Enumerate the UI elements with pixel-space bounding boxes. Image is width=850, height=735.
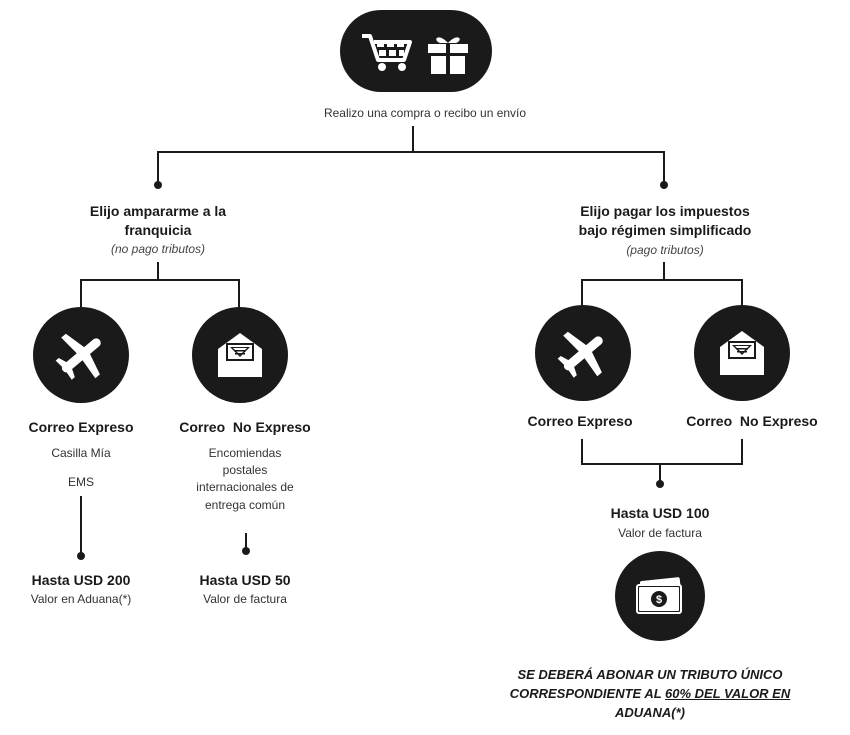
- right-non-express-title: Correo No Expreso: [686, 413, 818, 429]
- connector: [80, 279, 240, 281]
- connector: [157, 151, 665, 153]
- connector: [157, 151, 159, 185]
- start-caption: Realizo una compra o recibo un envío: [323, 106, 527, 120]
- left-non-express-limit: Hasta USD 50: [199, 572, 291, 588]
- connector: [663, 151, 665, 185]
- shopping-cart-icon: [362, 34, 412, 71]
- left-non-express-limit-note: Valor de factura: [203, 592, 287, 606]
- left-express-detail-2: EMS: [67, 475, 94, 489]
- svg-text:$: $: [656, 594, 662, 606]
- envelope-icon: [192, 307, 288, 403]
- left-non-express-title: Correo No Expreso: [179, 419, 311, 435]
- money-icon: $: [615, 551, 705, 641]
- connector: [80, 279, 82, 309]
- tax-note: SE DEBERÁ ABONAR UN TRIBUTO ÚNICO CORRES…: [452, 665, 848, 722]
- left-express-detail: Casilla Mía: [51, 446, 111, 460]
- left-non-express-detail-2: postales: [222, 463, 268, 477]
- plane-icon: [33, 307, 129, 403]
- connector: [581, 463, 743, 465]
- left-non-express-detail: Encomiendas: [208, 446, 282, 460]
- purchase-icon-badge: [340, 10, 492, 92]
- tax-note-line2-underlined: 60% DEL VALOR EN: [665, 686, 791, 701]
- connector: [741, 439, 743, 465]
- connector: [581, 439, 583, 465]
- right-branch-subtitle: (pago tributos): [626, 243, 704, 257]
- left-branch-title-2: franquicia: [124, 222, 192, 238]
- left-express-limit-note: Valor en Aduana(*): [30, 592, 132, 606]
- right-branch-title-2: bajo régimen simplificado: [578, 222, 752, 238]
- connector: [412, 126, 414, 152]
- left-branch-title: Elijo ampararme a la: [89, 203, 227, 219]
- tax-note-line2: CORRESPONDIENTE AL 60% DEL VALOR EN: [452, 684, 848, 703]
- left-branch-subtitle: (no pago tributos): [110, 242, 206, 256]
- connector: [581, 279, 743, 281]
- connector-dot: [656, 480, 664, 488]
- connector-dot: [77, 552, 85, 560]
- connector: [80, 496, 82, 556]
- connector: [741, 279, 743, 307]
- gift-icon: [428, 37, 468, 74]
- connector: [581, 279, 583, 307]
- right-limit: Hasta USD 100: [610, 505, 710, 521]
- right-branch-title: Elijo pagar los impuestos: [580, 203, 750, 219]
- connector: [245, 533, 247, 551]
- left-express-title: Correo Expreso: [28, 419, 134, 435]
- connector-dot: [242, 547, 250, 555]
- connector-dot: [660, 181, 668, 189]
- left-non-express-detail-3: internacionales de: [196, 480, 294, 494]
- right-limit-note: Valor de factura: [618, 526, 702, 540]
- connector: [238, 279, 240, 309]
- connector: [157, 262, 159, 280]
- tax-note-line1: SE DEBERÁ ABONAR UN TRIBUTO ÚNICO: [517, 667, 783, 682]
- left-express-limit: Hasta USD 200: [31, 572, 131, 588]
- connector: [663, 262, 665, 280]
- connector-dot: [154, 181, 162, 189]
- envelope-icon: [694, 305, 790, 401]
- right-express-title: Correo Expreso: [527, 413, 633, 429]
- plane-icon: [535, 305, 631, 401]
- left-non-express-detail-4: entrega común: [204, 498, 286, 512]
- connector: [659, 463, 661, 483]
- tax-note-line2-prefix: CORRESPONDIENTE AL: [509, 686, 666, 701]
- tax-note-line3: ADUANA(*): [614, 705, 686, 720]
